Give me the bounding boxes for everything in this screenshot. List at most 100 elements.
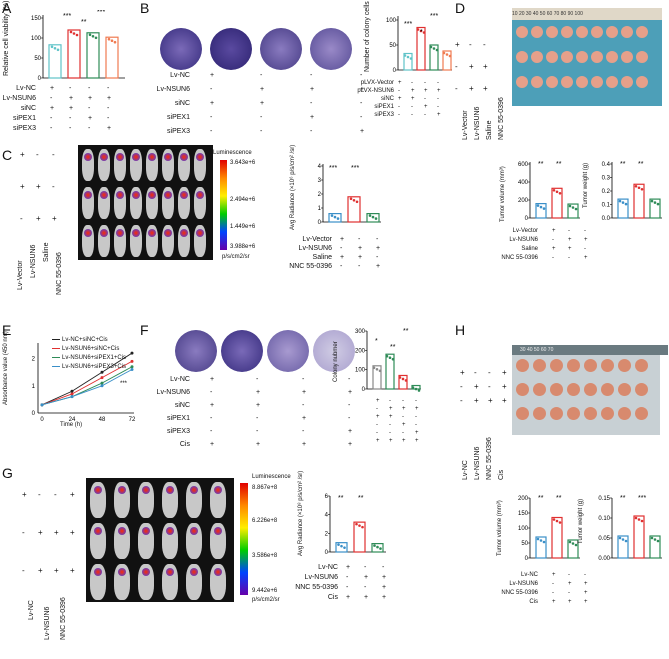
condition-value: -	[424, 96, 426, 102]
condition-value: -	[358, 263, 361, 270]
condition-value: +	[437, 88, 441, 94]
D-wt-ytick: 0.1	[602, 203, 611, 209]
B-point	[432, 47, 436, 50]
G-point	[379, 547, 382, 550]
f-sig-2: **	[390, 344, 396, 351]
panel-letter-g: G	[2, 465, 13, 481]
B-point	[406, 55, 410, 59]
mouse	[114, 482, 130, 518]
condition-label: NNC 55-0396	[295, 584, 338, 591]
H-wt-point	[653, 538, 657, 541]
C-ytick: 1	[318, 206, 322, 212]
A-bar-1	[48, 44, 62, 79]
sign-mark: -	[488, 382, 491, 391]
e-legend-label: Lv-NC+siNC+Cis	[62, 337, 108, 343]
tumor	[531, 51, 543, 63]
mouse	[162, 149, 174, 181]
condition-value: +	[256, 389, 261, 396]
D-vol-point	[539, 205, 543, 209]
condition-value: -	[340, 263, 343, 270]
luminescence-signal	[100, 229, 108, 237]
C-ytick: 3	[318, 178, 322, 184]
e-xtick: 0	[40, 417, 44, 423]
g-scale-mid2: 3.586e+8	[252, 553, 278, 559]
panel-letter-a: A	[2, 0, 12, 16]
d-wt-sig-2: **	[638, 161, 644, 168]
condition-value: +	[376, 414, 380, 420]
luminescence-signal	[116, 229, 124, 237]
A-point	[88, 33, 92, 37]
D-wt-ytick: 0.4	[602, 162, 611, 168]
D-vol-point	[571, 206, 575, 209]
condition-value: -	[50, 125, 53, 132]
condition-value: +	[552, 572, 556, 578]
luminescence-signal	[142, 568, 150, 576]
tumor	[621, 26, 633, 38]
sign-mark: +	[20, 182, 25, 191]
condition-value: +	[302, 389, 307, 396]
luminescence-signal	[84, 229, 92, 237]
condition-value: -	[256, 428, 259, 435]
g-col-1: Lv-NC	[28, 600, 35, 620]
g-scale-unit: p/s/cm2/sr	[252, 597, 280, 603]
C-ytick: 4	[318, 164, 322, 170]
F-point	[401, 377, 405, 381]
condition-value: -	[415, 422, 417, 428]
condition-value: -	[411, 104, 413, 110]
H-wt-point	[624, 539, 628, 543]
condition-label: Saline	[521, 246, 538, 252]
condition-value: +	[389, 406, 393, 412]
H-wt-point	[656, 539, 660, 543]
a-ylabel: Relative cell viability (%)	[3, 0, 10, 76]
condition-value: +	[260, 100, 265, 107]
e-point	[70, 392, 74, 396]
sign-mark: +	[483, 62, 488, 71]
H-vol-bar-1	[535, 536, 547, 559]
condition-label: siPEX1	[13, 115, 36, 122]
H-vol-point	[542, 540, 546, 544]
tumor	[601, 383, 614, 396]
condition-value: -	[69, 85, 72, 92]
c-scale-mid2: 1.449e+6	[230, 224, 256, 230]
e-sig: ***	[120, 381, 128, 387]
tumor	[601, 407, 614, 420]
condition-value: +	[358, 245, 363, 252]
tumor	[567, 407, 580, 420]
condition-value: +	[107, 95, 112, 102]
condition-value: -	[376, 236, 379, 243]
H-vol-bar-3	[567, 539, 579, 559]
D-wt-point	[637, 186, 641, 190]
b-chart-conditions: pLVX-Vector+---pLVX-NSUN6-+++siNC++--siP…	[352, 80, 457, 130]
condition-value: -	[584, 246, 586, 252]
g-scale-bottom: 9.442e+6	[252, 588, 278, 594]
tumor	[618, 359, 631, 372]
sign-mark: +	[70, 490, 75, 499]
mouse	[114, 149, 126, 181]
b-colony-plates	[160, 28, 355, 70]
D-wt-point	[618, 199, 622, 203]
condition-value: -	[256, 415, 259, 422]
condition-label: siPEX1	[374, 104, 394, 110]
e-ytick: 0	[32, 411, 36, 417]
condition-value: +	[360, 86, 365, 93]
condition-label: siPEX3	[167, 128, 190, 135]
b-ylabel: Number of colony cells	[364, 1, 371, 72]
F-ytick: 0	[362, 387, 366, 393]
condition-label: Lv-NC	[16, 85, 36, 92]
luminescence-signal	[190, 568, 198, 576]
luminescence-signal	[100, 153, 108, 161]
tumor	[584, 383, 597, 396]
e-point	[70, 395, 74, 399]
H-vol-ytick: 150	[518, 511, 529, 517]
B-ytick: 50	[389, 43, 396, 49]
tumor	[584, 359, 597, 372]
h-vol-ylabel: Tumor volume (mm³)	[497, 500, 503, 556]
condition-value: +	[348, 389, 353, 396]
F-bar-1	[372, 365, 382, 390]
luminescence-signal	[148, 153, 156, 161]
condition-value: -	[584, 228, 586, 234]
condition-label: Lv-NSUN6	[156, 86, 190, 93]
